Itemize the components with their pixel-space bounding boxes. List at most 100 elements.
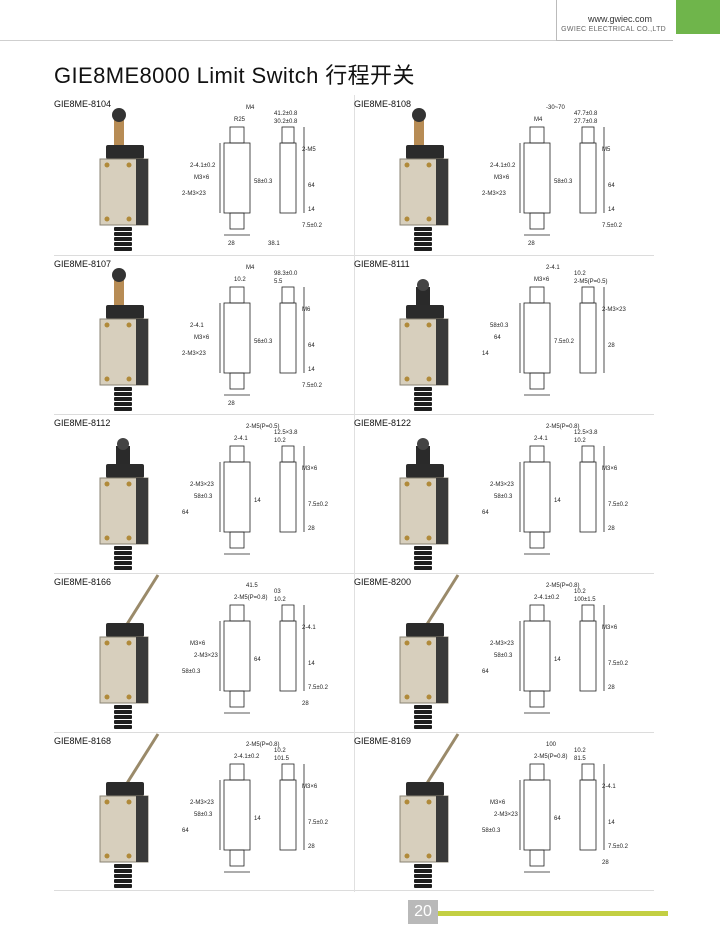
front-view-gland [229,531,245,549]
dimension-label: M6 [302,307,311,313]
front-view-outline [223,620,251,692]
dimension-label: 2-4.1±0.2 [490,163,516,169]
side-view-outline [579,779,597,851]
screw [126,535,132,541]
screw [126,853,132,859]
cable-gland-ring [114,387,132,391]
dimension-label: 2-4.1±0.2 [190,163,216,169]
screw [404,481,410,487]
dimension-label: 58±0.3 [494,653,513,659]
dimension-label: 41.5 [246,583,258,589]
cable-gland-ring [114,392,132,396]
side-view-head [581,763,595,781]
screw [126,216,132,222]
screw [104,799,110,805]
screw [426,376,432,382]
dimension-label: 2-M5(P=0.8) [546,583,580,589]
dimension-label: 64 [254,657,261,663]
dimension-label: 2-M3×23 [182,351,207,357]
dimension-label: 2-M3×23 [194,653,219,659]
dimension-label: 2-M3×23 [494,812,519,818]
cable-gland-ring [414,551,432,555]
dimension-label: 2-M3×23 [190,800,215,806]
lever-arm [414,117,424,151]
dimension-label: 2-M5(P=0.5) [246,424,280,430]
dimension-label: 2-M3×23 [482,191,507,197]
dimension-label: 7.5±0.2 [602,223,623,229]
dimension-label: 2-M3×23 [190,482,215,488]
dimension-label: 64 [608,183,615,189]
cable-gland-ring [414,556,432,560]
dimension-label: 2-M5(P=0.8) [234,595,268,601]
front-view-head [529,604,545,622]
side-view-outline [279,779,297,851]
dimension-label: M3×6 [534,277,550,283]
body-side [436,796,448,862]
dimension-label: M3×6 [194,175,210,181]
front-view-head [229,286,245,304]
dimension-label: 2-M3×23 [602,307,627,313]
dimension-label: 28 [528,241,535,247]
front-view-head [529,286,545,304]
website-text: www.gwiec.com [587,14,652,24]
wand-rod [422,733,460,789]
switch-photo [99,438,149,570]
product-model: GIE8ME-8168 [54,736,112,746]
screw [126,694,132,700]
screw [126,322,132,328]
cable-gland-ring [414,397,432,401]
cable-gland-ring [414,237,432,241]
dimension-label: 14 [308,661,315,667]
plunger-tip [417,279,429,291]
switch-drawing: 41.2±0.830.2±0.8M4R252-M52-4.1±0.2M3×62-… [99,105,323,251]
dimension-label: 10.2 [274,748,286,754]
footer-accent-bar [438,911,668,916]
front-view-gland [229,212,245,230]
dimension-label: M3×6 [302,466,318,472]
front-view-gland [529,849,545,867]
cable-gland-ring [114,710,132,714]
dimension-label: 28 [308,526,315,532]
company-name: GWIEC ELECTRICAL CO.,LTD [561,26,666,33]
side-view-head [281,763,295,781]
dimension-label: 14 [608,207,615,213]
screw [126,799,132,805]
dimension-label: 28 [608,526,615,532]
dimension-label: 2-M3×23 [182,191,207,197]
page-title: GIE8ME8000 Limit Switch 行程开关 [54,63,415,88]
screw [426,162,432,168]
screw [404,376,410,382]
front-view-gland [229,690,245,708]
dimension-drawing [219,604,305,714]
product-model: GIE8ME-8112 [54,418,111,428]
dimension-label: 64 [482,510,489,516]
side-view-outline [579,461,597,533]
front-view-gland [529,372,545,390]
cable-gland-ring [414,874,432,878]
dimension-label: M4 [534,117,543,123]
cable-gland-ring [114,546,132,550]
body-side [136,159,148,225]
dimension-label: 10.2 [574,589,586,595]
dimension-label: 58±0.3 [194,812,213,818]
dimension-label: 27.7±0.8 [574,119,598,125]
dimension-label: 7.5±0.2 [302,383,323,389]
front-view-outline [223,779,251,851]
screw [104,376,110,382]
cable-gland-ring [414,869,432,873]
cable-gland-ring [114,864,132,868]
cable-gland-ring [414,720,432,724]
side-view-head [281,445,295,463]
dimension-label: M3×6 [194,335,210,341]
dimension-label: 58±0.3 [494,494,513,500]
body-side [436,319,448,385]
screw [404,216,410,222]
front-view-head [229,445,245,463]
front-view-gland [529,212,545,230]
head-block [406,623,444,637]
screw [404,640,410,646]
